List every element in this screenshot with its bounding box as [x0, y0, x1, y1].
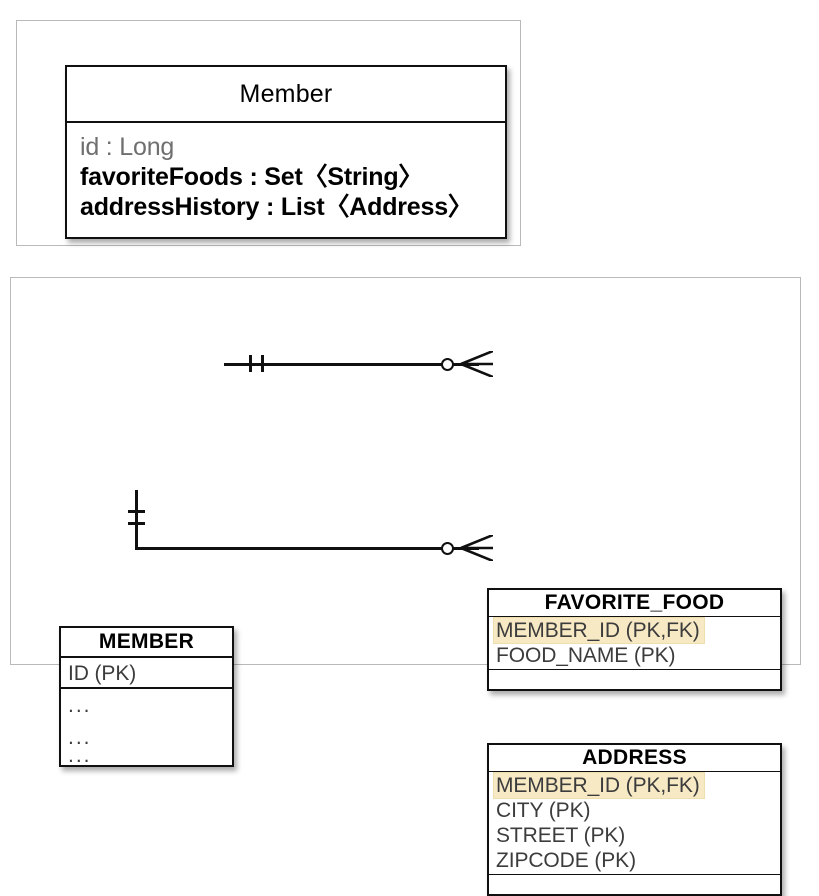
er-table-favorite-food-name: FAVORITE_FOOD — [489, 590, 780, 617]
class-box-member-attributes: id : Long favoriteFoods : Set〈String〉 ad… — [67, 123, 505, 222]
er-table-favorite-food: FAVORITE_FOOD MEMBER_ID (PK,FK) FOOD_NAM… — [487, 588, 782, 691]
er-field-favoritefood-foodname: FOOD_NAME (PK) — [496, 644, 676, 667]
er-field-address-city: CITY (PK) — [496, 799, 591, 822]
er-table-favorite-food-footer — [489, 670, 780, 690]
er-diagram-panel: MEMBER ID (PK) ... ... ... FAVORITE_FOOD… — [10, 277, 801, 896]
er-table-address: ADDRESS MEMBER_ID (PK,FK) CITY (PK) STRE… — [487, 743, 782, 896]
cardinality-one-tick-a2 — [261, 355, 264, 372]
er-table-member-name: MEMBER — [61, 628, 232, 658]
relationship-line-member-favoritefood — [224, 363, 479, 366]
er-field-address-memberid-wrap: MEMBER_ID (PK,FK) — [489, 773, 780, 798]
class-box-member-title: Member — [67, 67, 505, 123]
cardinality-one-tick-a1 — [249, 355, 252, 372]
relationship-line-member-address-vertical — [135, 490, 138, 550]
er-table-address-footer — [489, 875, 780, 895]
er-table-address-name: ADDRESS — [489, 745, 780, 772]
er-table-favorite-food-fields: MEMBER_ID (PK,FK) FOOD_NAME (PK) — [489, 617, 780, 670]
class-attribute-favoritefoods: favoriteFoods : Set〈String〉 — [80, 163, 424, 191]
er-table-member-body: ... ... ... — [61, 689, 232, 767]
cardinality-one-tick-b1 — [128, 510, 145, 513]
class-attribute-id: id : Long — [80, 133, 175, 161]
cardinality-many-crowsfoot-favoritefood — [460, 351, 493, 377]
cardinality-zero-ring-favoritefood — [441, 358, 454, 371]
class-diagram-panel: Member id : Long favoriteFoods : Set〈Str… — [16, 20, 521, 246]
cardinality-zero-ring-address — [441, 542, 454, 555]
er-field-address-street: STREET (PK) — [496, 824, 626, 847]
er-placeholder-row-3: ... — [68, 744, 92, 767]
er-field-address-zipcode: ZIPCODE (PK) — [496, 849, 636, 872]
er-table-member: MEMBER ID (PK) ... ... ... — [59, 626, 234, 767]
er-table-member-pk-section: ID (PK) — [61, 658, 232, 689]
class-box-member: Member id : Long favoriteFoods : Set〈Str… — [65, 65, 507, 239]
er-field-address-memberid: MEMBER_ID (PK,FK) — [494, 773, 704, 798]
er-placeholder-row-2: ... — [68, 726, 92, 749]
class-attribute-addresshistory: addressHistory : List〈Address〉 — [80, 193, 473, 221]
cardinality-one-tick-b2 — [128, 522, 145, 525]
er-field-favoritefood-memberid: MEMBER_ID (PK,FK) — [494, 618, 704, 643]
cardinality-many-crowsfoot-address — [460, 535, 493, 561]
er-placeholder-row-1: ... — [68, 694, 92, 717]
er-field-favoritefood-memberid-wrap: MEMBER_ID (PK,FK) — [489, 618, 780, 643]
relationship-line-member-address-horizontal — [135, 547, 479, 550]
er-table-address-fields: MEMBER_ID (PK,FK) CITY (PK) STREET (PK) … — [489, 772, 780, 875]
er-field-member-id: ID (PK) — [68, 662, 137, 685]
